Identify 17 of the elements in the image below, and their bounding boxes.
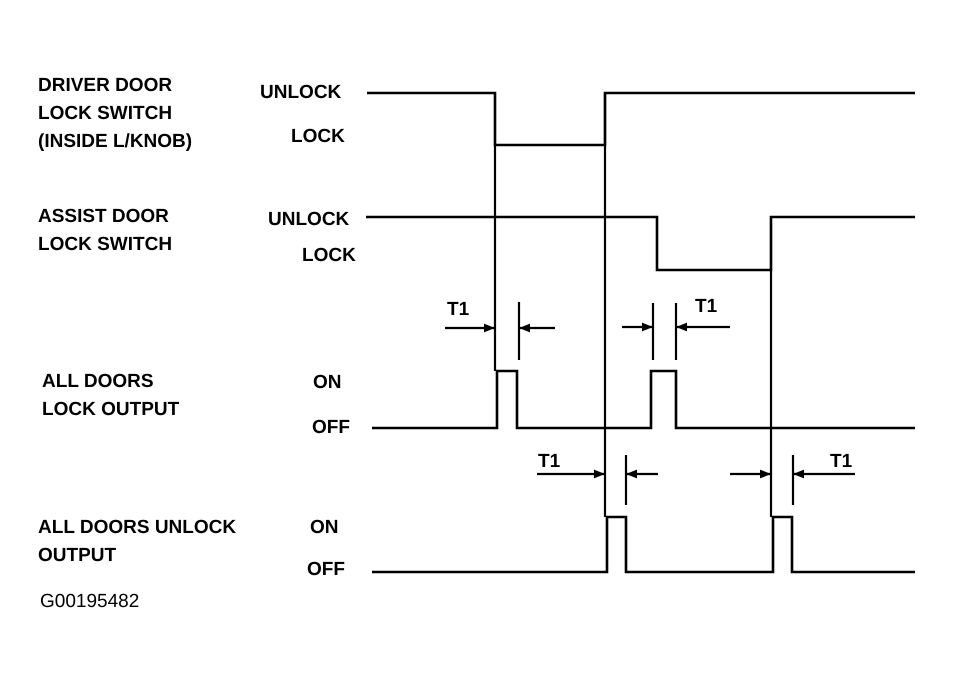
level-label: ON bbox=[313, 371, 342, 395]
level-label: LOCK bbox=[291, 125, 345, 149]
level-label: UNLOCK bbox=[260, 81, 342, 105]
signal-name: ALL DOORS LOCK OUTPUT bbox=[42, 370, 180, 422]
timing-label: T1 bbox=[830, 450, 852, 474]
level-label: UNLOCK bbox=[268, 208, 350, 232]
timing-label: T1 bbox=[695, 295, 718, 319]
figure-id: G00195482 bbox=[40, 590, 140, 614]
signal-name: DRIVER DOOR LOCK SWITCH (INSIDE L/KNOB) bbox=[38, 74, 194, 154]
timing-label: T1 bbox=[538, 450, 560, 474]
level-label: OFF bbox=[307, 558, 345, 582]
level-label: ON bbox=[310, 516, 338, 540]
timing-label: T1 bbox=[447, 298, 470, 322]
signal-name: ALL DOORS UNLOCK OUTPUT bbox=[38, 516, 238, 568]
signal-name: ASSIST DOOR LOCK SWITCH bbox=[38, 205, 174, 257]
level-label: LOCK bbox=[302, 244, 356, 268]
level-label: OFF bbox=[312, 416, 350, 440]
